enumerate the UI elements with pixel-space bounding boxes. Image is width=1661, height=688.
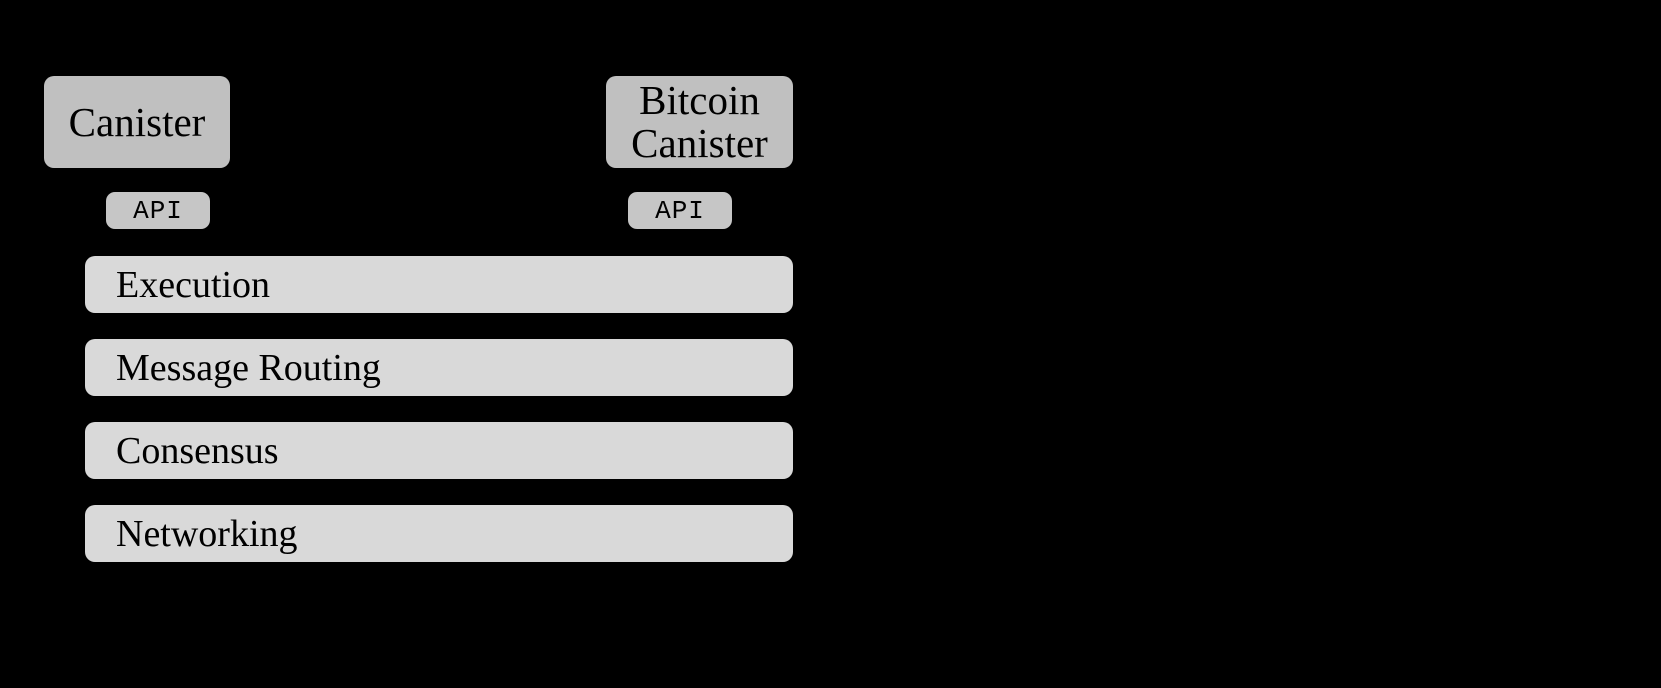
api-pill-left-label: API — [133, 195, 183, 226]
api-pill-right-label: API — [655, 195, 705, 226]
layer-bar-execution[interactable]: Execution — [85, 256, 793, 313]
layer-bar-execution-label: Execution — [116, 263, 271, 306]
node-canister[interactable]: Canister — [44, 76, 230, 168]
api-pill-right[interactable]: API — [628, 192, 732, 229]
layer-bar-consensus[interactable]: Consensus — [85, 422, 793, 479]
layer-bar-networking[interactable]: Networking — [85, 505, 793, 562]
api-pill-left[interactable]: API — [106, 192, 210, 229]
node-canister-label: Canister — [68, 98, 206, 145]
layer-bar-networking-label: Networking — [116, 512, 298, 555]
layer-bar-message-routing-label: Message Routing — [116, 346, 381, 389]
layer-bar-message-routing[interactable]: Message Routing — [85, 339, 793, 396]
node-bitcoin-canister-label: Bitcoin Canister — [631, 77, 768, 166]
layer-bar-consensus-label: Consensus — [116, 429, 279, 472]
node-bitcoin-canister[interactable]: Bitcoin Canister — [606, 76, 793, 168]
